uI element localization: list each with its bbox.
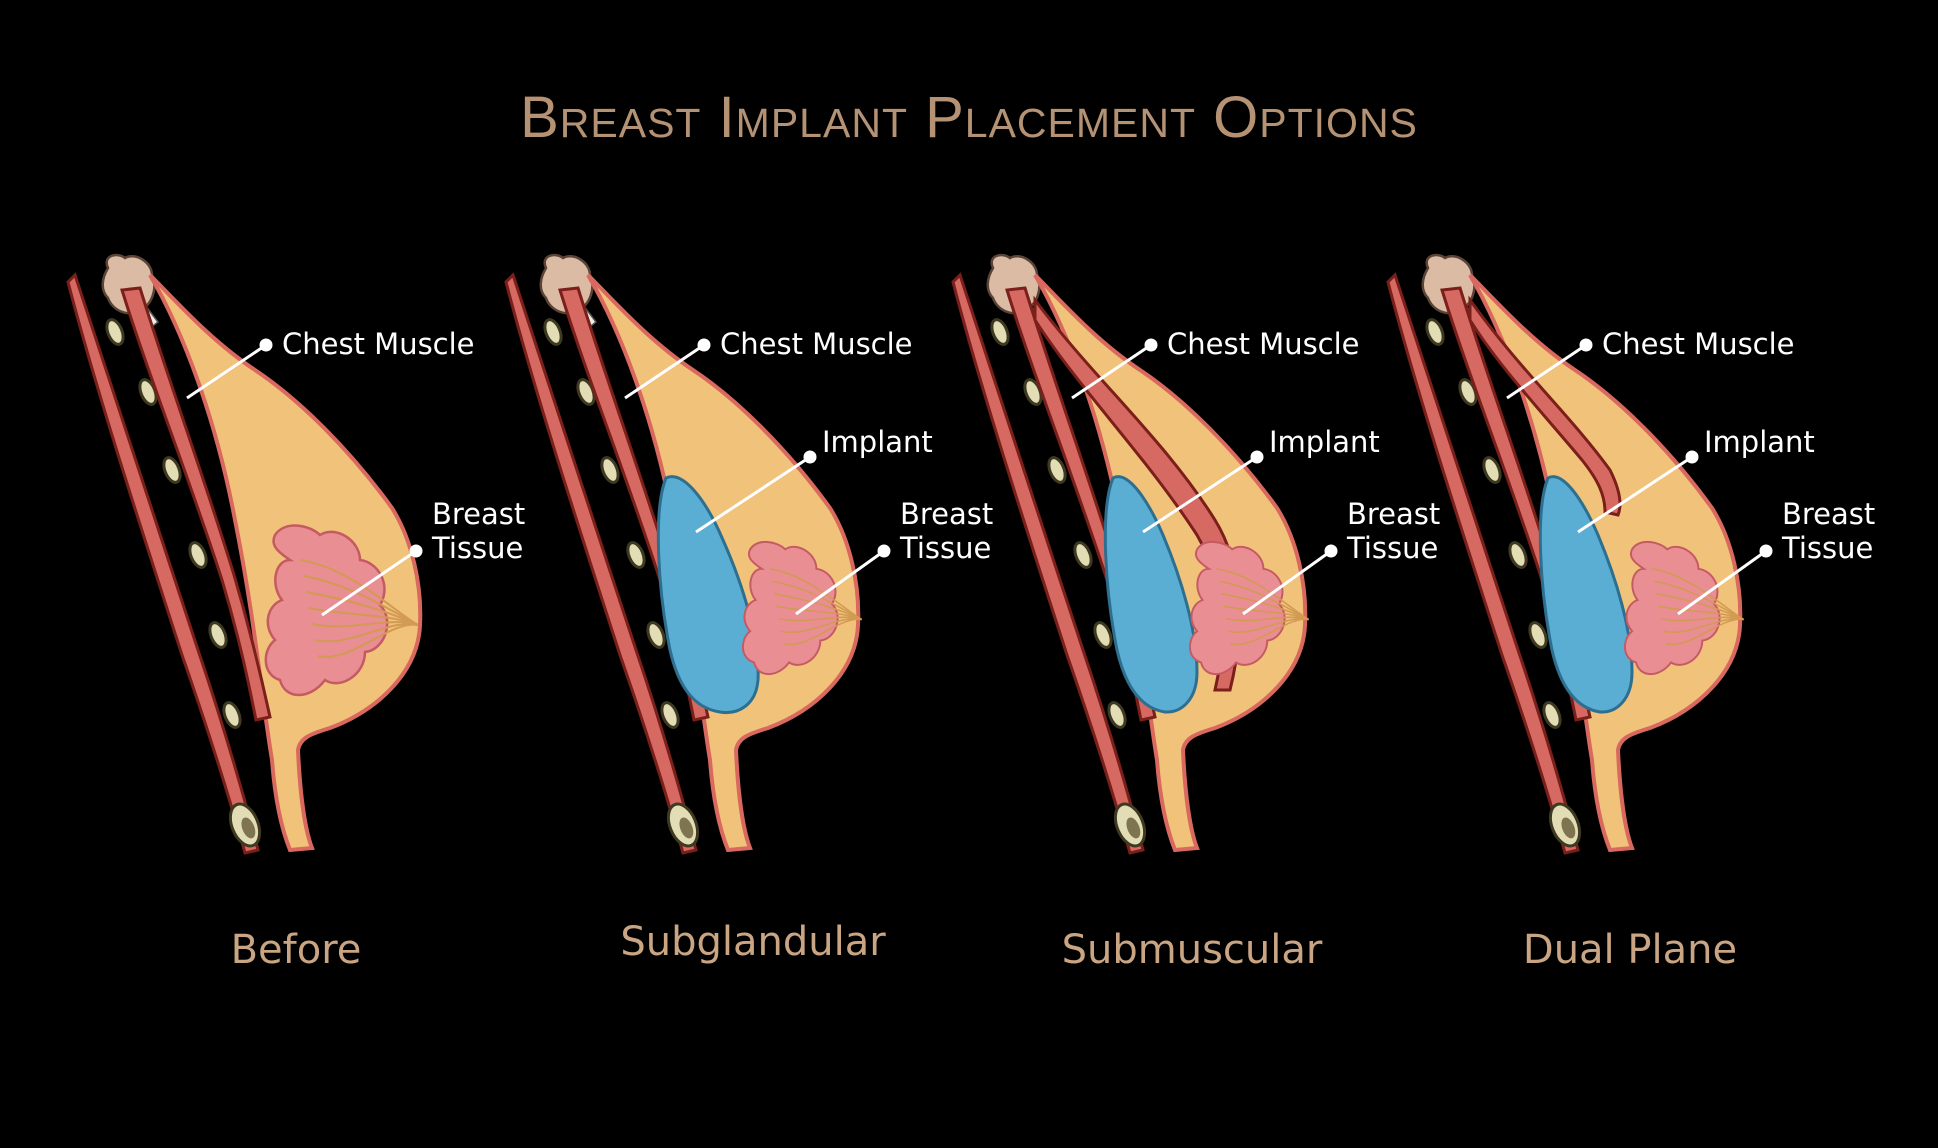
diagram-title: Breast Implant Placement Options xyxy=(520,85,1418,150)
chest-muscle-dot xyxy=(1144,338,1158,352)
chest-muscle-dot xyxy=(259,338,273,352)
breast-tissue-leader xyxy=(321,549,417,617)
rib-icon xyxy=(646,621,666,649)
gland-tissue xyxy=(1624,541,1745,676)
implant-leader xyxy=(1577,455,1693,534)
rib-icon xyxy=(1482,456,1502,484)
milk-duct xyxy=(1665,618,1744,646)
rib-core xyxy=(241,817,256,839)
rib-icon xyxy=(1528,621,1548,649)
rib-core xyxy=(1561,817,1576,839)
rib-icon xyxy=(990,318,1010,346)
implant-shape xyxy=(1538,475,1634,714)
rib-icon xyxy=(1073,541,1093,569)
rib-icon xyxy=(1047,456,1067,484)
draped-muscle xyxy=(1468,295,1622,517)
chest-muscle-leader xyxy=(624,343,705,400)
rib-icon xyxy=(660,701,680,729)
breast-tissue-label: Breast xyxy=(900,497,993,531)
rib-icon xyxy=(1425,318,1445,346)
breast-tissue-leader xyxy=(795,549,885,616)
rib-icon xyxy=(1093,621,1113,649)
implant-label: Implant xyxy=(822,425,933,459)
rib-icon xyxy=(543,318,563,346)
panel-caption: Before xyxy=(231,927,362,973)
rib-core xyxy=(679,817,694,839)
rib-icon xyxy=(626,541,646,569)
implant-label: Implant xyxy=(1269,425,1380,459)
panel-subglandular: Chest MuscleImplantBreastTissueSubglandu… xyxy=(504,253,993,965)
rib-icon xyxy=(188,541,208,569)
rib-icon xyxy=(162,456,182,484)
gland-tissue xyxy=(1189,541,1310,676)
rib-icon xyxy=(600,456,620,484)
rib-core xyxy=(1126,817,1141,839)
chest-muscle-label: Chest Muscle xyxy=(1602,327,1795,361)
breast-tissue-dot xyxy=(877,544,891,558)
breast-tissue-dot xyxy=(1324,544,1338,558)
rib-icon xyxy=(105,318,125,346)
rib-band xyxy=(951,272,1145,855)
rib-icon xyxy=(222,701,242,729)
chest-muscle-label: Chest Muscle xyxy=(720,327,913,361)
chest-muscle-leader xyxy=(1071,343,1152,400)
rib-band xyxy=(504,272,698,855)
breast-tissue-label: Breast xyxy=(1782,497,1875,531)
gland-tissue xyxy=(742,541,863,676)
chest-muscle-dot xyxy=(697,338,711,352)
draped-muscle xyxy=(1033,295,1241,692)
implant-dot xyxy=(1250,450,1264,464)
breast-tissue-label: Tissue xyxy=(1781,531,1873,565)
rib-icon xyxy=(208,621,228,649)
panel-caption: Dual Plane xyxy=(1523,927,1737,973)
implant-dot xyxy=(803,450,817,464)
breast-tissue-label: Tissue xyxy=(1346,531,1438,565)
breast-tissue-dot xyxy=(1759,544,1773,558)
breast-tissue-leader xyxy=(1677,549,1767,616)
chest-muscle-dot xyxy=(1579,338,1593,352)
breast-tissue-label: Breast xyxy=(1347,497,1440,531)
rib-icon xyxy=(1542,701,1562,729)
milk-duct xyxy=(1230,618,1309,646)
breast-tissue-label: Tissue xyxy=(899,531,991,565)
rib-band xyxy=(1386,272,1580,855)
implant-leader xyxy=(1142,455,1258,534)
breast-tissue-label: Tissue xyxy=(431,531,523,565)
rib-icon xyxy=(1508,541,1528,569)
chest-muscle-leader xyxy=(186,343,267,400)
implant-dot xyxy=(1685,450,1699,464)
breast-tissue-leader xyxy=(1242,549,1332,616)
implant-leader xyxy=(695,455,811,534)
milk-duct xyxy=(783,618,862,646)
breast-tissue-label: Breast xyxy=(432,497,525,531)
implant-shape xyxy=(1103,475,1199,714)
panel-caption: Subglandular xyxy=(620,919,886,965)
implant-shape xyxy=(656,475,760,715)
implant-label: Implant xyxy=(1704,425,1815,459)
milk-duct xyxy=(317,623,419,658)
breast-tissue-dot xyxy=(409,544,423,558)
panel-caption: Submuscular xyxy=(1062,927,1323,973)
rib-band xyxy=(66,272,260,855)
panel-submuscular: Chest MuscleImplantBreastTissueSubmuscul… xyxy=(951,253,1440,973)
chest-muscle xyxy=(120,286,272,722)
rib-icon xyxy=(1107,701,1127,729)
chest-muscle-label: Chest Muscle xyxy=(1167,327,1360,361)
chest-muscle-leader xyxy=(1506,343,1587,400)
chest-muscle-label: Chest Muscle xyxy=(282,327,475,361)
